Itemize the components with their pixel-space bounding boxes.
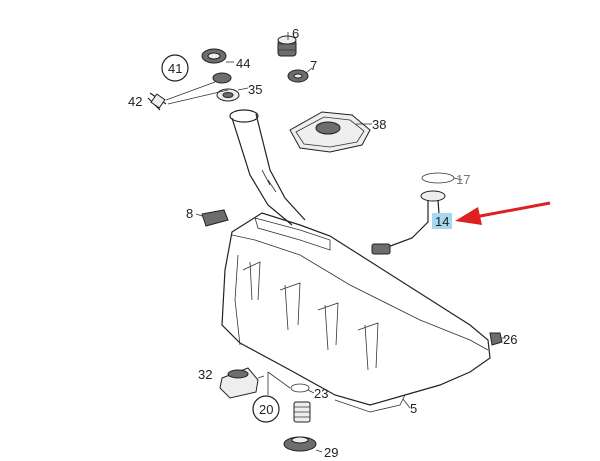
callout-26: 26 <box>503 332 517 347</box>
callout-circle-20 <box>252 395 280 423</box>
filler-neck <box>229 109 306 226</box>
red-arrow <box>455 201 551 225</box>
callout-38: 38 <box>372 117 386 132</box>
callout-41: 41 <box>168 61 182 76</box>
drain-assembly <box>219 367 317 452</box>
filler-seal-38 <box>289 111 371 153</box>
bracket-8 <box>201 209 229 227</box>
callout-14: 14 <box>435 214 449 229</box>
fuel-tank <box>221 212 491 413</box>
callout-8: 8 <box>186 206 193 221</box>
callout-29: 29 <box>324 445 338 460</box>
callout-6: 6 <box>292 26 299 41</box>
callout-circle-41 <box>161 54 189 82</box>
callout-42: 42 <box>128 94 142 109</box>
callout-20: 20 <box>259 402 273 417</box>
callout-17: 17 <box>456 172 470 187</box>
callout-32: 32 <box>198 367 212 382</box>
callout-23: 23 <box>314 386 328 401</box>
clip-26 <box>489 332 503 346</box>
valve-assembly <box>147 48 240 111</box>
callout-7: 7 <box>310 58 317 73</box>
pump-parts <box>277 35 309 83</box>
fuel-sender <box>371 172 455 255</box>
leader-lines <box>195 32 506 453</box>
callout-5: 5 <box>410 401 417 416</box>
highlight-box-14 <box>432 213 452 229</box>
callout-44: 44 <box>236 56 250 71</box>
callout-35: 35 <box>248 82 262 97</box>
